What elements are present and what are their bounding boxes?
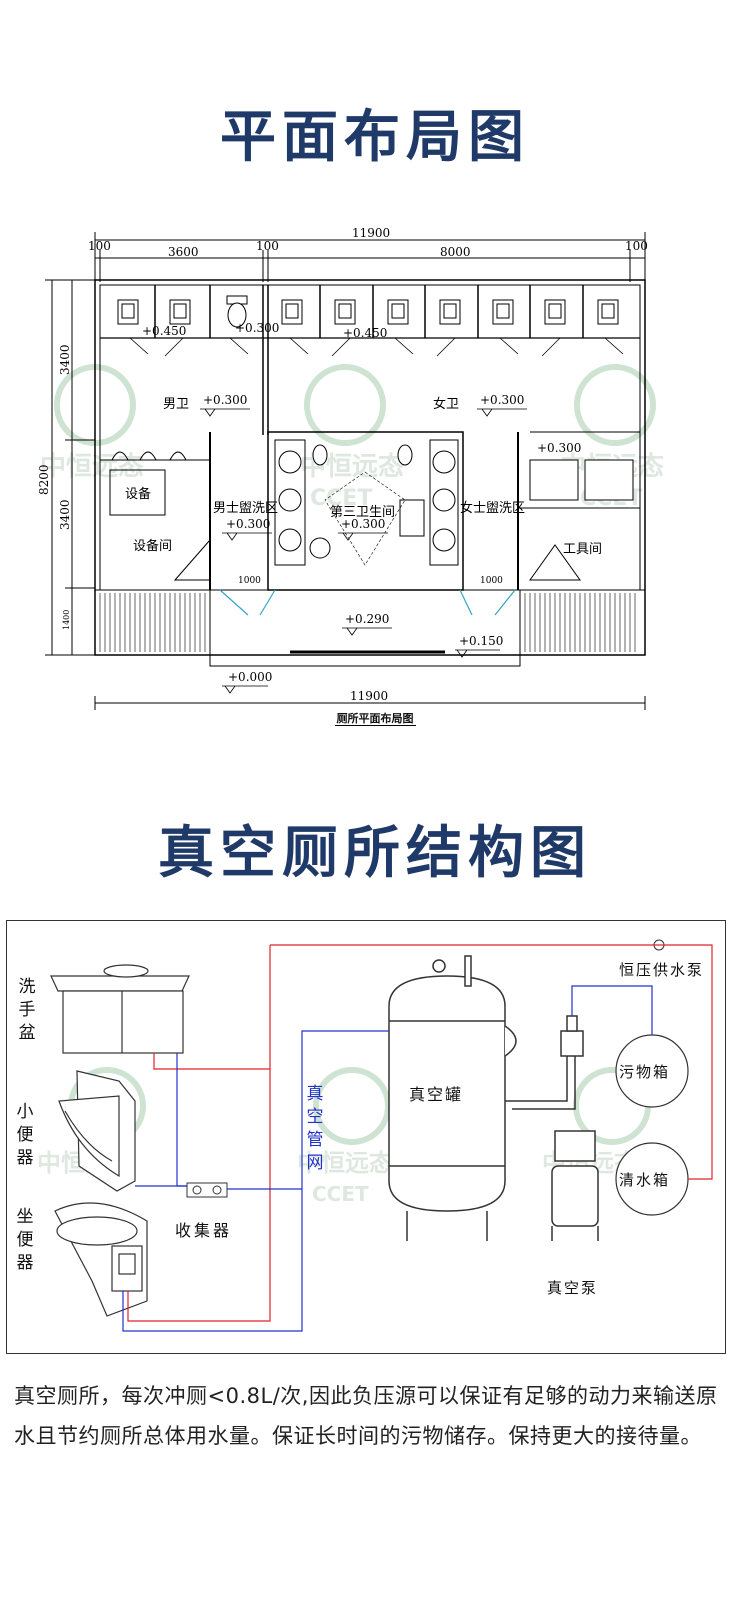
elev-corridor: +0.290 bbox=[345, 612, 389, 626]
elev-male: +0.300 bbox=[203, 393, 247, 407]
vacuum-pump-label: 真空泵 bbox=[547, 1279, 599, 1297]
dim-right-room: 8000 bbox=[440, 245, 471, 259]
vacuum-pipe-lines bbox=[122, 985, 653, 1332]
urinal-illustration bbox=[58, 1070, 136, 1192]
collector-illustration bbox=[186, 1182, 228, 1198]
room-female-wash: 女士盥洗区 bbox=[460, 500, 525, 516]
svg-text:1000: 1000 bbox=[238, 576, 261, 586]
vacuum-tank-illustration bbox=[388, 955, 517, 1241]
toilet-illustration bbox=[54, 1202, 148, 1317]
elev-third: +0.300 bbox=[341, 517, 385, 531]
elev-entry: +0.150 bbox=[459, 634, 503, 648]
room-labels: 男卫 女卫 设备 设备间 男士盥洗区 第三卫生间 女士盥洗区 工具间 bbox=[125, 396, 602, 557]
structure-heading: 真空厕所结构图 bbox=[158, 821, 592, 886]
structure-diagram: 中恒远态 中恒远态 CCET 中恒远态 bbox=[6, 920, 726, 1354]
supply-water-lines bbox=[127, 944, 713, 1322]
entry-doors bbox=[219, 589, 516, 616]
dim-left-room: 3600 bbox=[168, 245, 199, 259]
ramp-hatch-right bbox=[524, 593, 636, 652]
dim-total-bottom: 11900 bbox=[350, 689, 388, 703]
stall-fixtures bbox=[117, 295, 619, 328]
dim-mid-gap: 100 bbox=[256, 239, 279, 253]
elevation-triangles bbox=[200, 408, 527, 694]
equipment-fixtures bbox=[111, 451, 581, 581]
top-dimensions bbox=[94, 232, 646, 282]
watermark-logo-center: 中恒远态 CCET bbox=[300, 364, 404, 511]
room-third: 第三卫生间 bbox=[330, 505, 395, 520]
door-width-labels: 1000 1000 bbox=[238, 576, 503, 586]
building-walls bbox=[94, 279, 646, 667]
vacuum-net-label: 真空管网 bbox=[306, 1084, 324, 1173]
elevation-marks: +0.450 +0.300 +0.450 +0.300 +0.300 +0.30… bbox=[142, 321, 581, 684]
dim-upper: 3400 bbox=[58, 344, 72, 375]
dim-middle: 3400 bbox=[58, 499, 72, 530]
dim-total-left: 8200 bbox=[37, 464, 51, 495]
elev-male-wash: +0.300 bbox=[226, 517, 270, 531]
elev-450-b: +0.450 bbox=[343, 326, 387, 340]
svg-text:1000: 1000 bbox=[480, 576, 503, 586]
watermark-struct-center: 中恒远态 CCET bbox=[297, 1067, 393, 1206]
dim-total-top: 11900 bbox=[352, 226, 390, 240]
svg-text:CCET: CCET bbox=[310, 486, 372, 511]
room-tool: 工具间 bbox=[563, 542, 602, 557]
svg-text:中恒远态: 中恒远态 bbox=[297, 1149, 393, 1177]
urinal-label: 小便器 bbox=[16, 1102, 34, 1168]
basins bbox=[278, 444, 634, 559]
clean-tank-label: 清水箱 bbox=[619, 1171, 671, 1189]
basin-cabinet-illustration bbox=[50, 964, 190, 1054]
watermark-logo-left: 中恒远态 bbox=[40, 364, 144, 482]
svg-text:中恒远态: 中恒远态 bbox=[40, 451, 144, 482]
dim-right-gap: 100 bbox=[625, 239, 648, 253]
vacuum-tank-label: 真空罐 bbox=[409, 1085, 464, 1104]
room-equipment: 设备间 bbox=[133, 538, 172, 554]
dim-left-gap: 100 bbox=[88, 239, 111, 253]
sewage-tank-label: 污物箱 bbox=[619, 1063, 671, 1081]
room-male-wash: 男士盥洗区 bbox=[213, 501, 278, 516]
elev-female: +0.300 bbox=[480, 393, 524, 407]
vacuum-pump-illustration bbox=[505, 1015, 599, 1241]
third-restroom-circle bbox=[324, 471, 406, 566]
elev-ground: +0.000 bbox=[228, 670, 272, 684]
description-text: 真空厕所，每次冲厕<0.8L/次,因此负压源可以保证有足够的动力来输送原水且节约… bbox=[14, 1384, 718, 1448]
elev-300-a: +0.300 bbox=[235, 321, 279, 335]
stall-doors bbox=[129, 337, 624, 357]
svg-text:CCET: CCET bbox=[312, 1182, 369, 1206]
bottom-dimension bbox=[94, 696, 646, 710]
dim-lower: 1400 bbox=[62, 610, 71, 630]
room-female: 女卫 bbox=[433, 396, 459, 412]
layout-heading: 平面布局图 bbox=[220, 105, 530, 170]
collector-label: 收集器 bbox=[175, 1221, 233, 1240]
toilet-label: 坐便器 bbox=[16, 1207, 34, 1273]
room-male: 男卫 bbox=[163, 397, 189, 412]
floor-plan-caption: 厕所平面布局图 bbox=[334, 712, 416, 726]
left-dimensions bbox=[45, 279, 95, 656]
ramp-hatch-left bbox=[99, 593, 206, 652]
structure-svg: 中恒远态 中恒远态 CCET 中恒远态 bbox=[37, 939, 713, 1332]
floor-plan: 中恒远态 中恒远态 CCET 中恒远态 CCET 11900 100 3600 … bbox=[37, 226, 664, 710]
elev-450-a: +0.450 bbox=[142, 324, 186, 338]
elev-right-block: +0.300 bbox=[537, 441, 581, 455]
room-equipment-box: 设备 bbox=[125, 486, 151, 502]
basin-label: 洗手盆 bbox=[18, 977, 36, 1043]
supply-pump-label: 恒压供水泵 bbox=[619, 961, 705, 979]
